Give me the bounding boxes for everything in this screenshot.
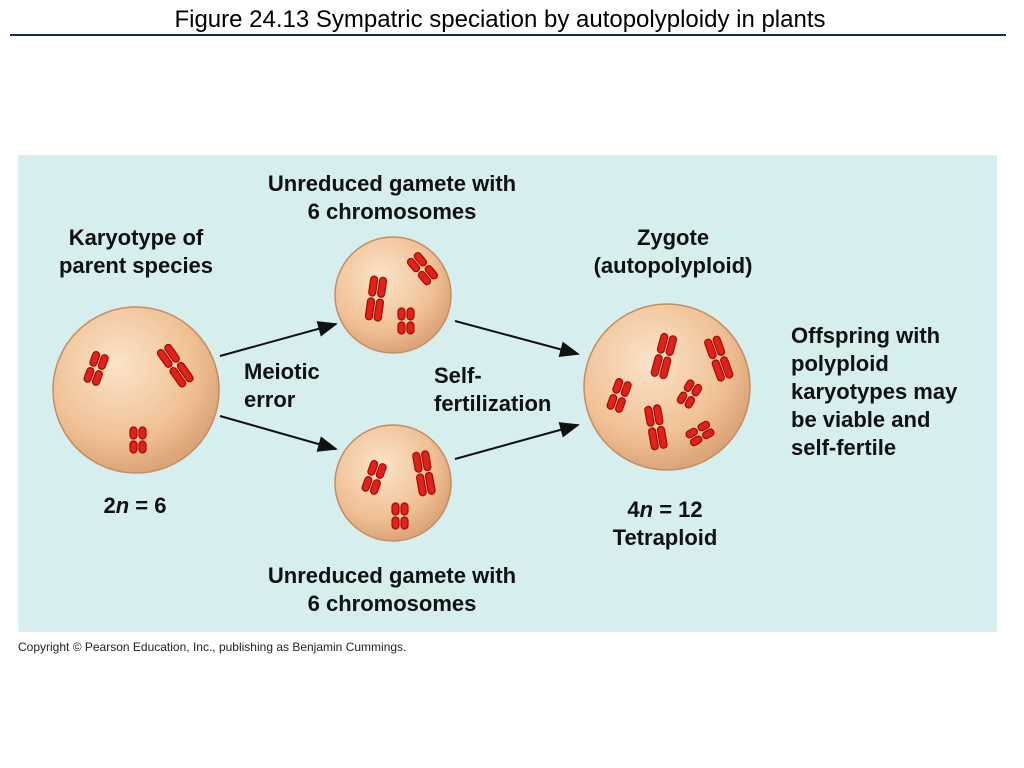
- parent-ploidy-number: 2: [103, 493, 116, 518]
- parent-ploidy-label: 2n = 6: [60, 492, 210, 520]
- arrow-top-gamete-to-zygote: [454, 320, 580, 358]
- figure-title: Figure 24.13 Sympatric speciation by aut…: [174, 6, 826, 33]
- gamete-top-cell: [334, 236, 452, 354]
- arrow-parent-to-bottom-gamete: [219, 415, 338, 452]
- arrow-bottom-gamete-to-zygote: [454, 422, 580, 460]
- tetraploid-label: Tetraploid: [612, 525, 718, 550]
- zygote-label: Zygote (autopolyploid): [560, 224, 786, 280]
- offspring-line-4: be viable and: [791, 407, 931, 432]
- title-rule: [10, 34, 1006, 36]
- gamete-top-label: Unreduced gamete with 6 chromosomes: [232, 170, 552, 226]
- zygote-ploidy-number: 4: [627, 497, 640, 522]
- zygote-ploidy-n: n: [639, 497, 654, 522]
- selffert-line-1: Self-: [434, 363, 482, 388]
- gamete-top-line-2: 6 chromosomes: [307, 199, 477, 224]
- offspring-line-2: polyploid: [791, 351, 889, 376]
- zygote-ploidy-value: = 12: [653, 497, 703, 522]
- gamete-bottom-cell: [334, 424, 452, 542]
- offspring-note: Offspring with polyploid karyotypes may …: [791, 322, 957, 462]
- gamete-bottom-line-2: 6 chromosomes: [307, 591, 477, 616]
- gamete-top-line-1: Unreduced gamete with: [267, 171, 517, 196]
- zygote-line-2: (autopolyploid): [593, 253, 753, 278]
- zygote-line-1: Zygote: [636, 225, 710, 250]
- parent-cell: [52, 306, 220, 474]
- offspring-line-1: Offspring with: [791, 323, 941, 348]
- copyright-text: Copyright © Pearson Education, Inc., pub…: [18, 640, 407, 654]
- offspring-line-3: karyotypes may: [791, 379, 958, 404]
- meiotic-line-1: Meiotic: [244, 359, 320, 384]
- gamete-bottom-line-1: Unreduced gamete with: [267, 563, 517, 588]
- parent-ploidy-value: = 6: [129, 493, 167, 518]
- self-fertilization-label: Self- fertilization: [434, 362, 551, 418]
- arrow-parent-to-top-gamete: [219, 321, 338, 357]
- meiotic-error-label: Meiotic error: [244, 358, 320, 414]
- parent-ploidy-n: n: [115, 493, 130, 518]
- parent-label-line-1: Karyotype of: [68, 225, 204, 250]
- parent-species-label: Karyotype of parent species: [20, 224, 252, 280]
- offspring-line-5: self-fertile: [791, 435, 897, 460]
- parent-label-line-2: parent species: [58, 253, 214, 278]
- selffert-line-2: fertilization: [434, 391, 552, 416]
- zygote-ploidy-label: 4n = 12 Tetraploid: [570, 496, 760, 552]
- zygote-cell: [583, 303, 751, 471]
- meiotic-line-2: error: [244, 387, 296, 412]
- gamete-bottom-label: Unreduced gamete with 6 chromosomes: [232, 562, 552, 618]
